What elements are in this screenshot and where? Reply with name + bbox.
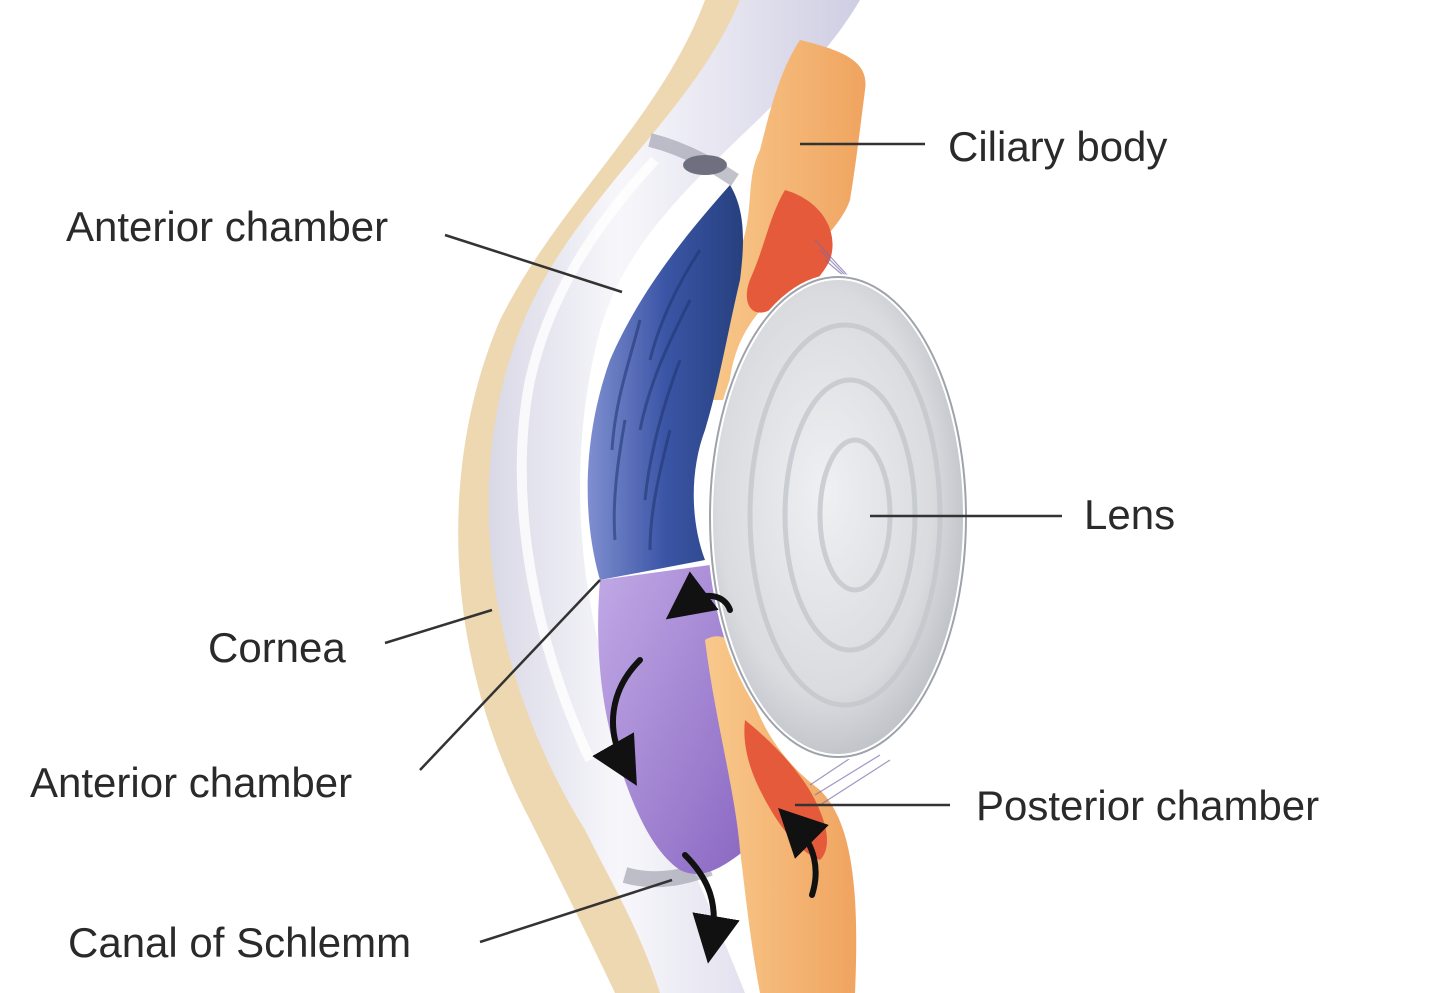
iris-texture (610, 249, 702, 551)
flow-arrow-posterior (778, 808, 829, 898)
label-posterior-chamber: Posterior chamber (976, 782, 1320, 829)
label-anterior-chamber-top: Anterior chamber (66, 203, 389, 250)
leader-anterior-chamber-bottom (419, 579, 601, 771)
leader-cornea (384, 608, 493, 645)
aqueous-flow-arrows (592, 571, 829, 964)
sclera-edge (458, 0, 760, 993)
iris (587, 185, 743, 580)
label-ciliary-body: Ciliary body (948, 123, 1168, 170)
flow-arrow-pupil (665, 571, 733, 620)
label-lens: Lens (1084, 491, 1176, 538)
label-cornea: Cornea (208, 624, 346, 671)
flow-arrow-canal (682, 852, 740, 964)
limbus-top-dot (683, 155, 727, 175)
leader-lines (384, 142, 1062, 944)
leader-canal-of-schlemm (479, 878, 673, 944)
leader-anterior-chamber-top (444, 233, 623, 294)
label-anterior-chamber-bottom: Anterior chamber (30, 759, 353, 806)
flow-arrow-chamber (592, 657, 643, 786)
label-canal-of-schlemm: Canal of Schlemm (68, 919, 412, 966)
